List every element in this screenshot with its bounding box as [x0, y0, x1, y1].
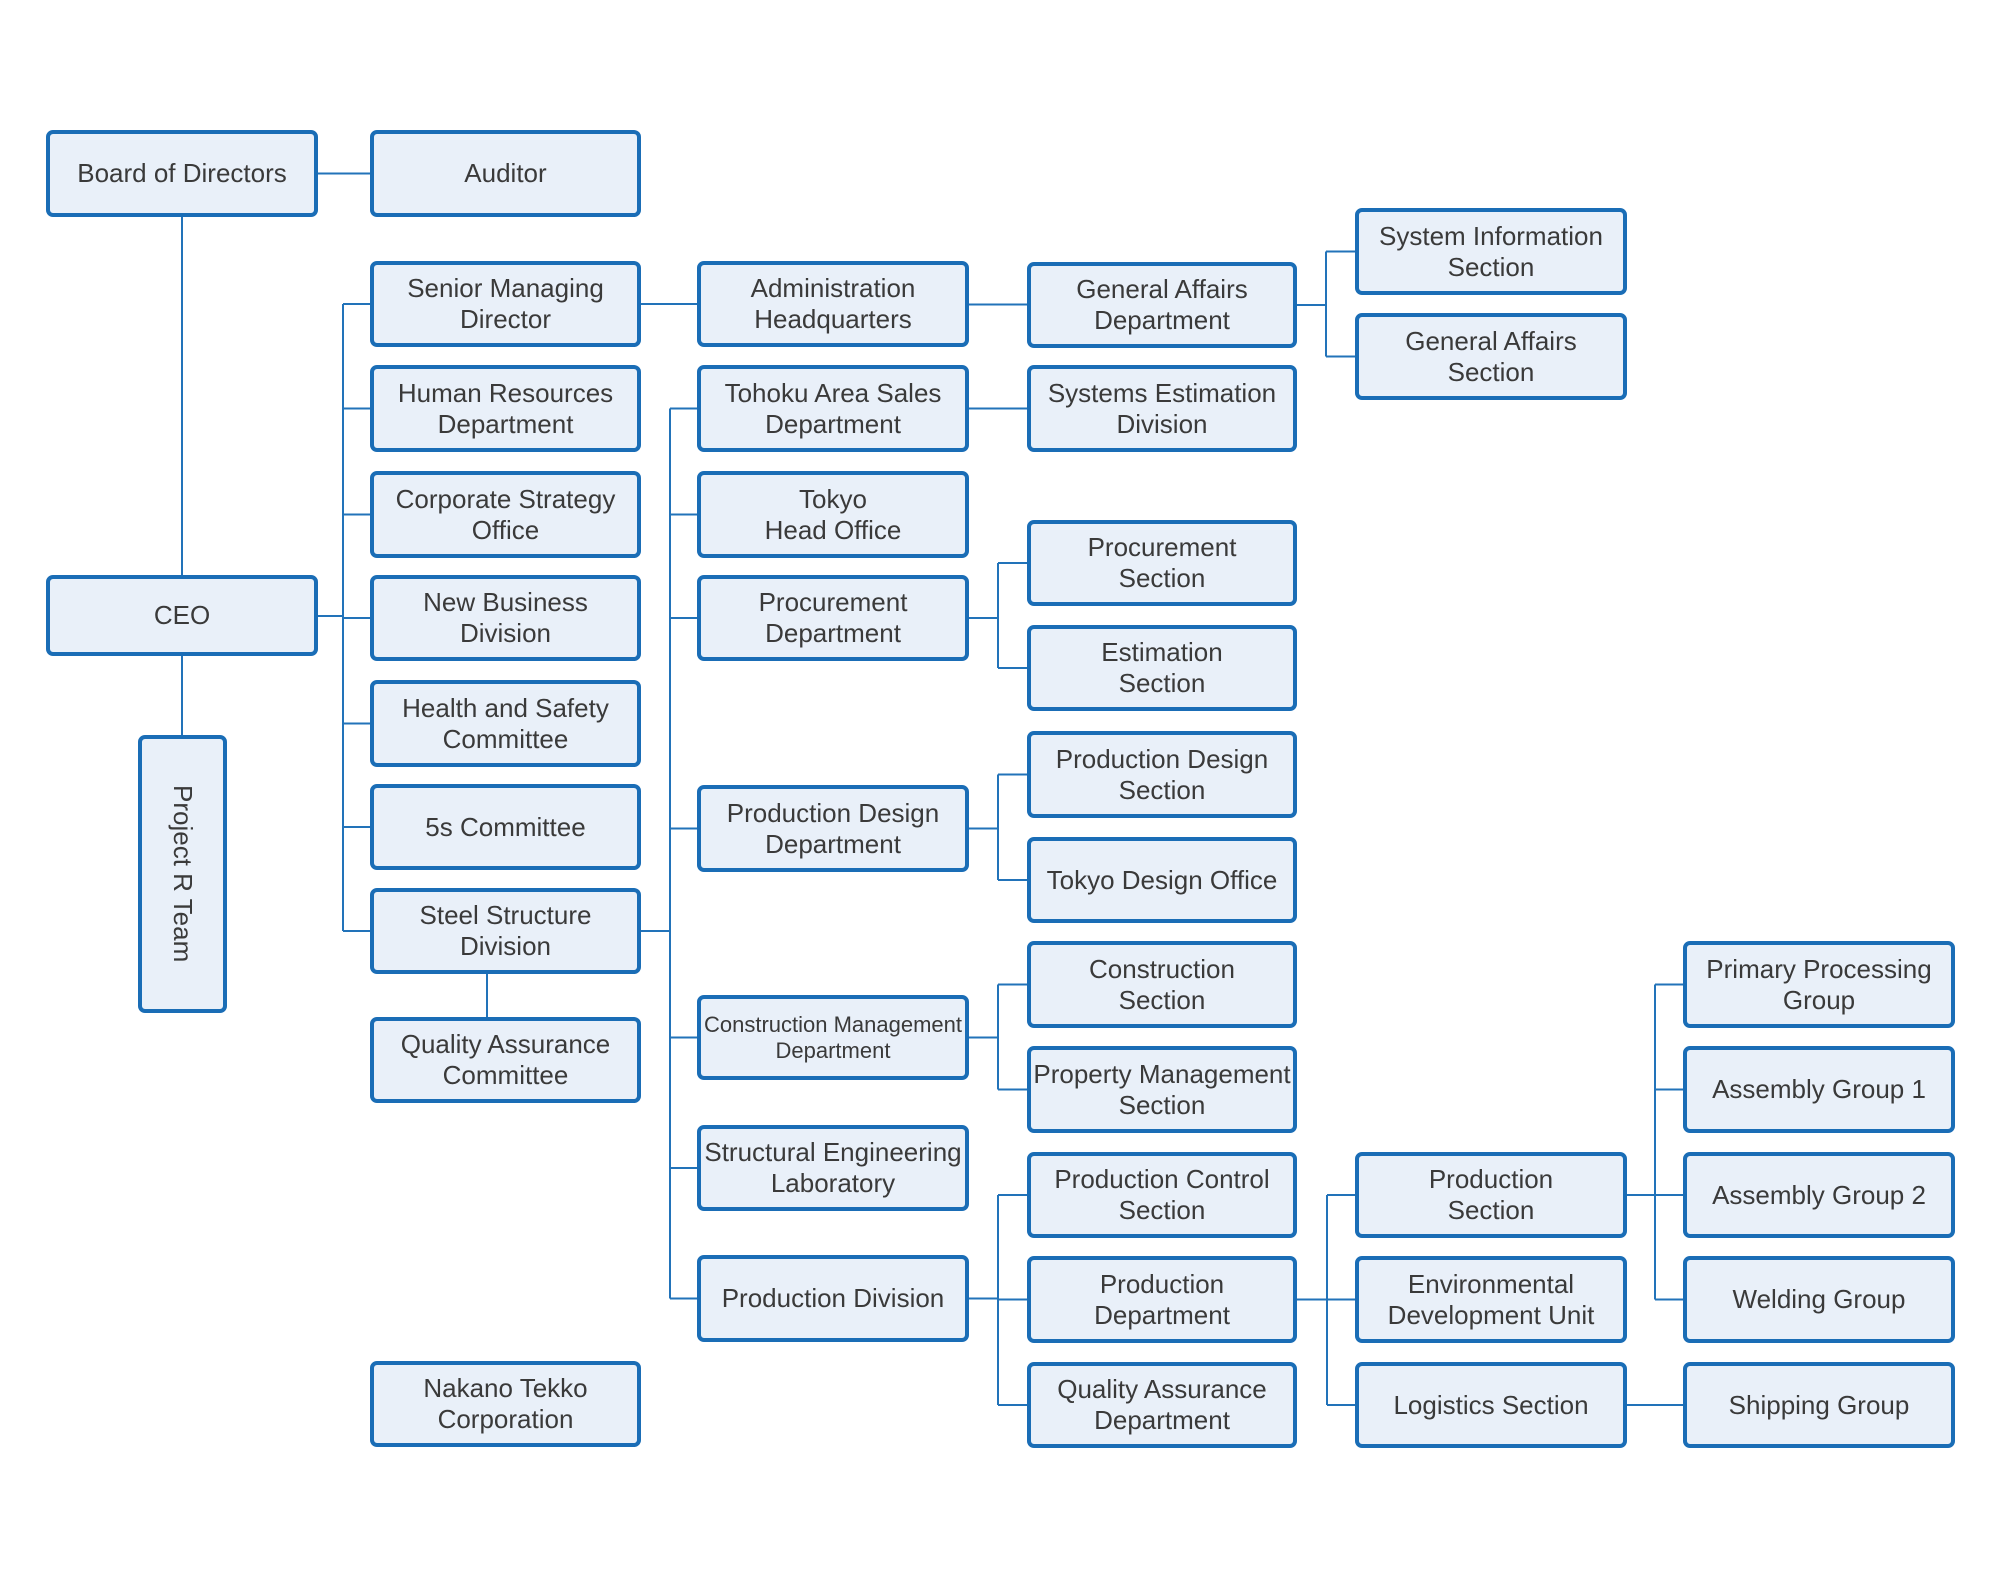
node-environmental-development-unit: Environmental Development Unit: [1355, 1256, 1627, 1343]
node-tohoku-area-sales-department: Tohoku Area Sales Department: [697, 365, 969, 452]
node-production-design-department: Production Design Department: [697, 785, 969, 872]
node-procurement-section: Procurement Section: [1027, 520, 1297, 606]
node-quality-assurance-department: Quality Assurance Department: [1027, 1362, 1297, 1448]
node-quality-assurance-committee: Quality Assurance Committee: [370, 1017, 641, 1103]
node-ceo: CEO: [46, 575, 318, 656]
node-system-information-section: System Information Section: [1355, 208, 1627, 295]
node-new-business-division: New Business Division: [370, 575, 641, 661]
node-senior-managing-director: Senior Managing Director: [370, 261, 641, 347]
node-construction-section: Construction Section: [1027, 941, 1297, 1028]
node-structural-engineering-laboratory: Structural Engineering Laboratory: [697, 1125, 969, 1211]
node-logistics-section: Logistics Section: [1355, 1362, 1627, 1448]
node-production-control-section: Production Control Section: [1027, 1152, 1297, 1238]
node-procurement-department: Procurement Department: [697, 575, 969, 661]
node-construction-management-department: Construction Management Department: [697, 995, 969, 1080]
node-tokyo-head-office: Tokyo Head Office: [697, 471, 969, 558]
node-auditor: Auditor: [370, 130, 641, 217]
node-board-of-directors: Board of Directors: [46, 130, 318, 217]
node-property-management-section: Property Management Section: [1027, 1046, 1297, 1133]
node-steel-structure-division: Steel Structure Division: [370, 888, 641, 974]
node-health-and-safety-committee: Health and Safety Committee: [370, 680, 641, 767]
node-production-division: Production Division: [697, 1255, 969, 1342]
node-assembly-group-1: Assembly Group 1: [1683, 1046, 1955, 1133]
node-assembly-group-2: Assembly Group 2: [1683, 1152, 1955, 1238]
node-production-section: Production Section: [1355, 1152, 1627, 1238]
node-systems-estimation-division: Systems Estimation Division: [1027, 365, 1297, 452]
node-production-department: Production Department: [1027, 1256, 1297, 1343]
node-project-r-team: Project R Team: [138, 735, 227, 1013]
node-5s-committee: 5s Committee: [370, 784, 641, 870]
node-general-affairs-department: General Affairs Department: [1027, 262, 1297, 348]
node-shipping-group: Shipping Group: [1683, 1362, 1955, 1448]
node-production-design-section: Production Design Section: [1027, 731, 1297, 818]
node-corporate-strategy-office: Corporate Strategy Office: [370, 471, 641, 558]
node-welding-group: Welding Group: [1683, 1256, 1955, 1343]
node-general-affairs-section: General Affairs Section: [1355, 313, 1627, 400]
node-estimation-section: Estimation Section: [1027, 625, 1297, 711]
node-tokyo-design-office: Tokyo Design Office: [1027, 837, 1297, 923]
node-human-resources-department: Human Resources Department: [370, 365, 641, 452]
node-primary-processing-group: Primary Processing Group: [1683, 941, 1955, 1028]
node-administration-headquarters: Administration Headquarters: [697, 261, 969, 347]
node-nakano-tekko-corporation: Nakano Tekko Corporation: [370, 1361, 641, 1447]
